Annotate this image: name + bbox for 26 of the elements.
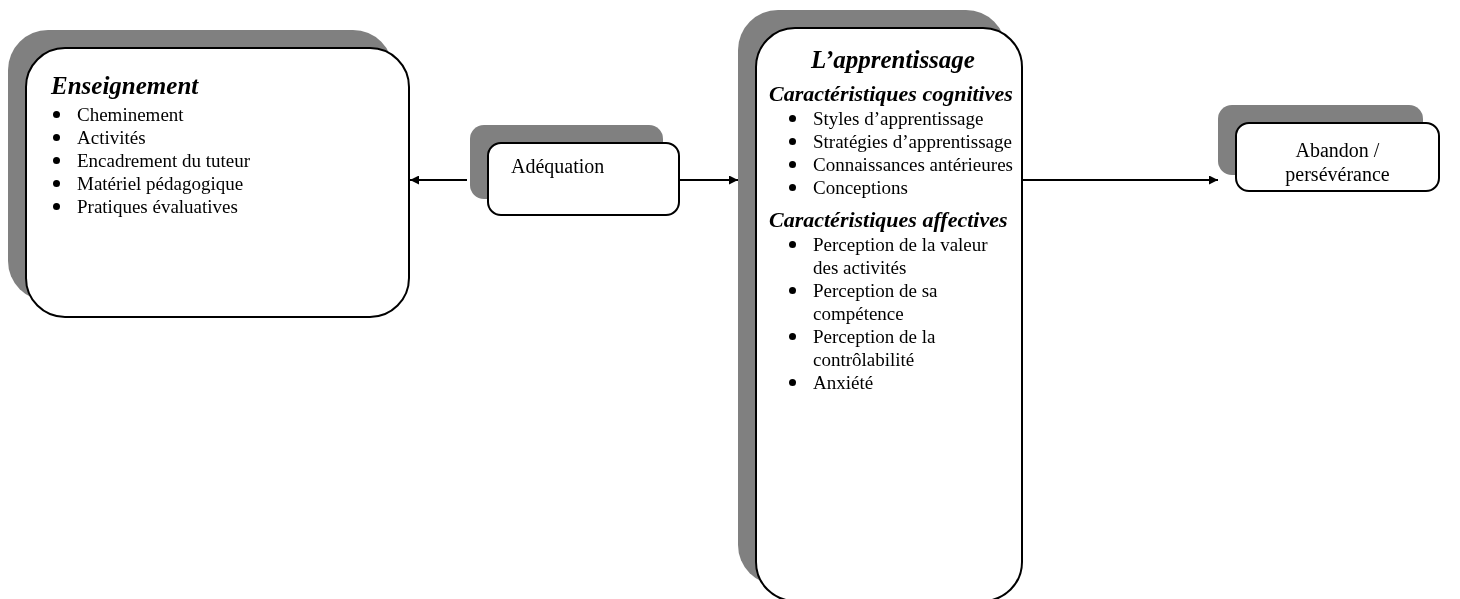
heading: L’apprentissage (810, 45, 976, 75)
bullet-item: Styles d’apprentissage (769, 107, 1017, 130)
shadowed-rounded-box (1218, 105, 1440, 192)
bullet-item: Conceptions (769, 176, 1017, 199)
bullet-item: Stratégies d’apprentissage (769, 130, 1017, 153)
bullet-item: Encadrement du tuteur (51, 149, 392, 172)
bullet-item: Matériel pédagogique (51, 172, 392, 195)
bullet-item: Cheminement (51, 103, 392, 126)
arrow (1022, 175, 1219, 185)
bullet-item: Connaissances antérieures (769, 153, 1017, 176)
bullet-item: Perception de la contrôlabilité (769, 325, 1017, 371)
bullet-item: Anxiété (769, 371, 1017, 394)
shadowed-rounded-box (470, 125, 680, 216)
arrow (409, 175, 468, 185)
subheading: Caractéristiques cognitives (769, 81, 1014, 107)
bullet-item: Activités (51, 126, 392, 149)
subheading: Caractéristiques affectives (769, 207, 1009, 233)
bullet-item: Perception de sa compétence (769, 279, 1017, 325)
shadowed-rounded-box (8, 30, 410, 318)
box-label: Abandon / persévérance (1284, 138, 1391, 186)
box-label: Adéquation (510, 154, 606, 178)
arrow (679, 175, 739, 185)
bullet-item: Perception de la valeur des activités (769, 233, 1017, 279)
bullet-item: Pratiques évaluatives (51, 195, 392, 218)
heading: Enseignement (51, 71, 200, 101)
shadowed-rounded-box (738, 10, 1023, 599)
